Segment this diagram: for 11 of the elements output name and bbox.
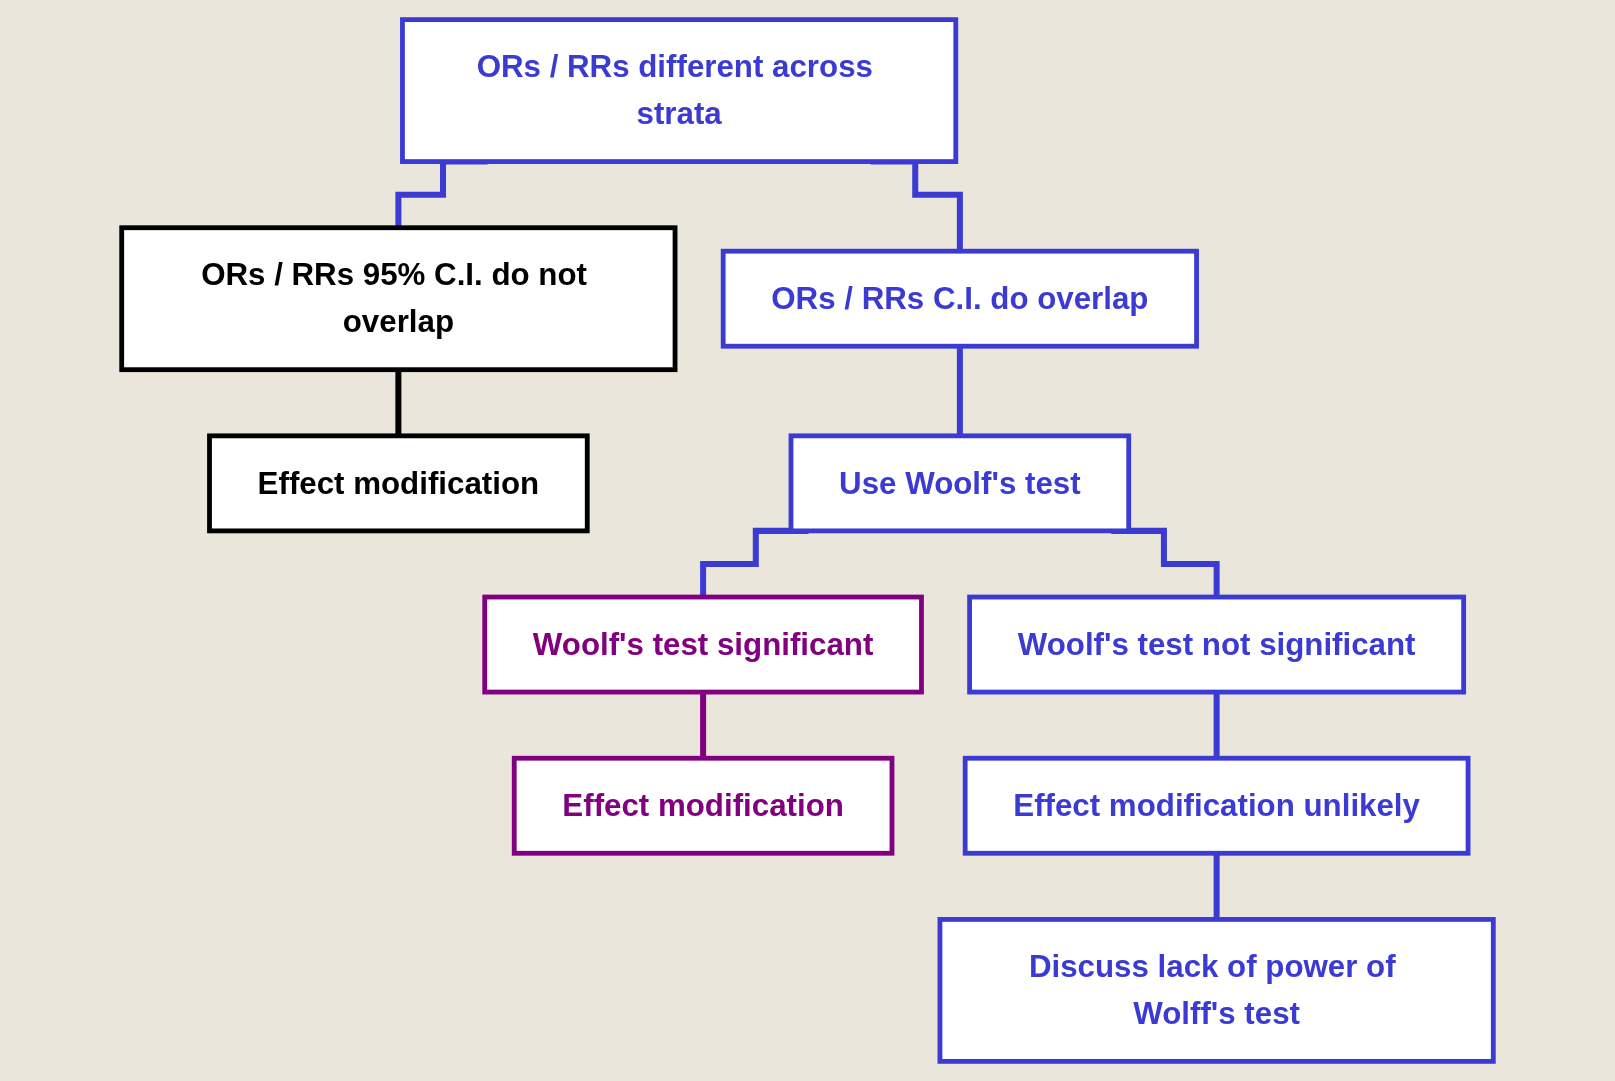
node-box [937, 917, 1496, 1064]
node-box [482, 594, 924, 695]
flowchart-drawing: ORs / RRs different across strata ORs / RRs 95% C.I. do not overlap ORs / RRs C.I. do overlap Effect modification Use Woolf's test Woolf's test significant Woolf's test not significant Effect modification Effect modification unlikely Discuss lack of power of Wolff's test [10, 10, 1605, 1071]
node-box [962, 755, 1471, 856]
node-box [207, 433, 590, 534]
node-box [788, 433, 1132, 534]
node-box [720, 248, 1199, 349]
node-box [400, 17, 959, 164]
node-box [511, 755, 895, 856]
node-box [119, 225, 678, 373]
node-box [967, 594, 1467, 695]
